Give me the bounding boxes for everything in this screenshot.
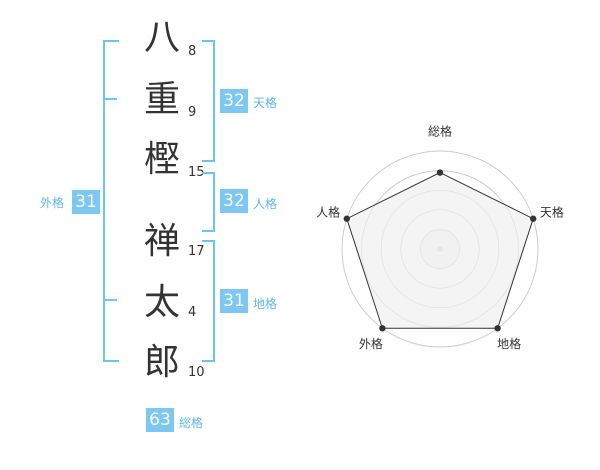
- gaikaku-label: 外格: [40, 196, 65, 210]
- jinkaku-bracket: [202, 172, 215, 232]
- stroke-count-1: 8: [188, 44, 197, 59]
- name-char-5: 太: [143, 282, 180, 323]
- jinkaku-label: 人格: [253, 197, 278, 211]
- chikaku-value-badge: 31: [220, 289, 248, 313]
- name-char-6: 郎: [143, 342, 180, 383]
- name-char-2: 重: [143, 79, 180, 120]
- radar-point-3: [494, 325, 501, 332]
- name-char-4: 禅: [143, 221, 180, 262]
- stroke-count-2: 9: [188, 105, 197, 120]
- soukaku-value-badge: 63: [146, 408, 174, 432]
- radar-axis-label-4: 外格: [359, 336, 383, 351]
- radar-shape: [343, 169, 537, 332]
- radar-point-4: [379, 325, 386, 332]
- chikaku-bracket: [202, 240, 215, 362]
- radar-point-2: [530, 215, 537, 222]
- gaikaku-bracket-tick-lower: [105, 299, 117, 301]
- gaikaku-bracket: [103, 40, 119, 362]
- tenkaku-value-badge: 32: [220, 89, 248, 113]
- radar-point-1: [436, 169, 444, 176]
- radar-value-polygon: [346, 172, 534, 329]
- radar-axis-label-3: 地格: [497, 336, 521, 351]
- radar-axis-label-1: 総格: [428, 123, 452, 138]
- name-char-1: 八: [143, 17, 180, 58]
- gaikaku-bracket-tick-upper: [105, 98, 117, 100]
- radar-axis-label-2: 天格: [540, 205, 564, 220]
- soukaku-label: 総格: [179, 416, 204, 430]
- stroke-count-3: 15: [188, 165, 205, 180]
- radar-grid-ring: [341, 150, 539, 348]
- tenkaku-bracket: [202, 40, 215, 162]
- tenkaku-label: 天格: [253, 96, 278, 110]
- jinkaku-value-badge: 32: [220, 189, 248, 213]
- gaikaku-value-badge: 31: [72, 190, 100, 214]
- stroke-count-5: 4: [188, 305, 197, 320]
- radar-point-5: [343, 215, 350, 222]
- stroke-count-4: 17: [188, 244, 205, 259]
- chikaku-label: 地格: [253, 297, 278, 311]
- stroke-count-6: 10: [188, 365, 205, 380]
- radar-axis-label-5: 人格: [316, 205, 340, 220]
- name-char-3: 樫: [143, 139, 180, 180]
